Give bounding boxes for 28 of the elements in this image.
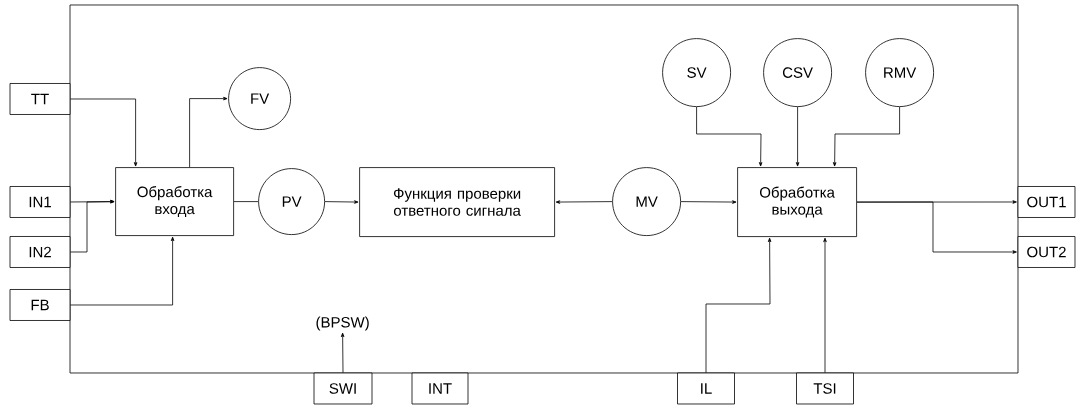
arrow bbox=[70, 98, 138, 167]
terminal-box: IN1 bbox=[9, 186, 71, 218]
arrow bbox=[680, 200, 737, 204]
arrow bbox=[823, 237, 827, 373]
terminal-box: INT bbox=[411, 372, 469, 405]
arrow bbox=[696, 106, 763, 167]
arrow bbox=[705, 237, 772, 373]
terminal-box: TSI bbox=[796, 372, 854, 405]
arrow bbox=[324, 200, 359, 204]
arrow bbox=[795, 106, 800, 167]
terminal-box: OUT2 bbox=[1017, 236, 1076, 268]
process-box: Функция проверки ответного сигнала bbox=[359, 167, 555, 237]
signal-label: (BPSW) bbox=[316, 316, 369, 331]
terminal-box: IN2 bbox=[9, 236, 71, 268]
terminal-box: OUT1 bbox=[1017, 186, 1076, 218]
terminal-box: SWI bbox=[313, 372, 373, 405]
terminal-box: FB bbox=[9, 289, 71, 321]
terminal-box: IL bbox=[677, 372, 735, 405]
arrow bbox=[555, 200, 613, 204]
process-box: Обработка выхода bbox=[737, 167, 857, 237]
arrow bbox=[856, 201, 1017, 254]
arrow bbox=[189, 96, 228, 168]
process-box: Обработка входа bbox=[115, 167, 234, 236]
arrow bbox=[340, 332, 345, 373]
arrow bbox=[70, 236, 175, 306]
arrow bbox=[70, 199, 115, 253]
terminal-box: TT bbox=[9, 83, 71, 115]
arrow bbox=[832, 106, 900, 167]
